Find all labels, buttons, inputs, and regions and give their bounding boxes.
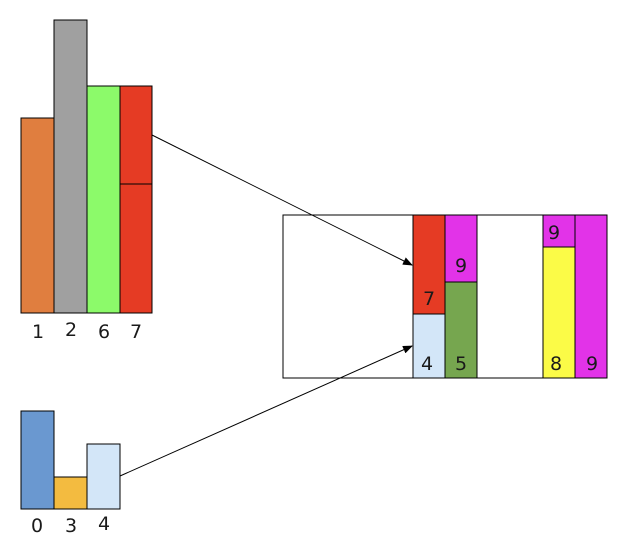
bar-6 [86,85,121,314]
bar-label-6: 6 [98,321,110,343]
bar-4 [86,443,121,510]
bar-label-7: 7 [130,321,142,343]
bar-label-3: 3 [65,515,77,537]
bar-label-0: 0 [31,515,43,537]
bar-1 [20,117,55,314]
bar-label-2: 2 [65,319,77,341]
bar-2 [53,19,88,314]
block-label-4: 4 [421,353,433,375]
arrow-bar-4-to-block-4 [119,345,413,477]
block-9-tall [574,214,608,379]
bar-7 [119,85,153,314]
bar-label-1: 1 [32,321,44,343]
block-7 [412,214,446,315]
block-label-9-tall: 9 [586,353,598,375]
block-label-8: 8 [550,353,562,375]
block-label-5: 5 [455,353,467,375]
bar-3 [53,476,88,510]
block-5 [444,281,478,379]
block-label-9-top: 9 [455,255,467,277]
block-label-9-small: 9 [548,222,560,244]
bar-0 [20,410,55,510]
bottom-bar-group: 0 3 4 [20,410,121,537]
bar-label-4: 4 [98,513,110,535]
block-label-7: 7 [423,288,435,310]
arrow-bar-7-to-block-7 [151,134,413,266]
container-box: 7 9 4 5 9 8 9 [282,214,608,379]
top-bar-group: 1 2 6 7 [20,19,153,343]
